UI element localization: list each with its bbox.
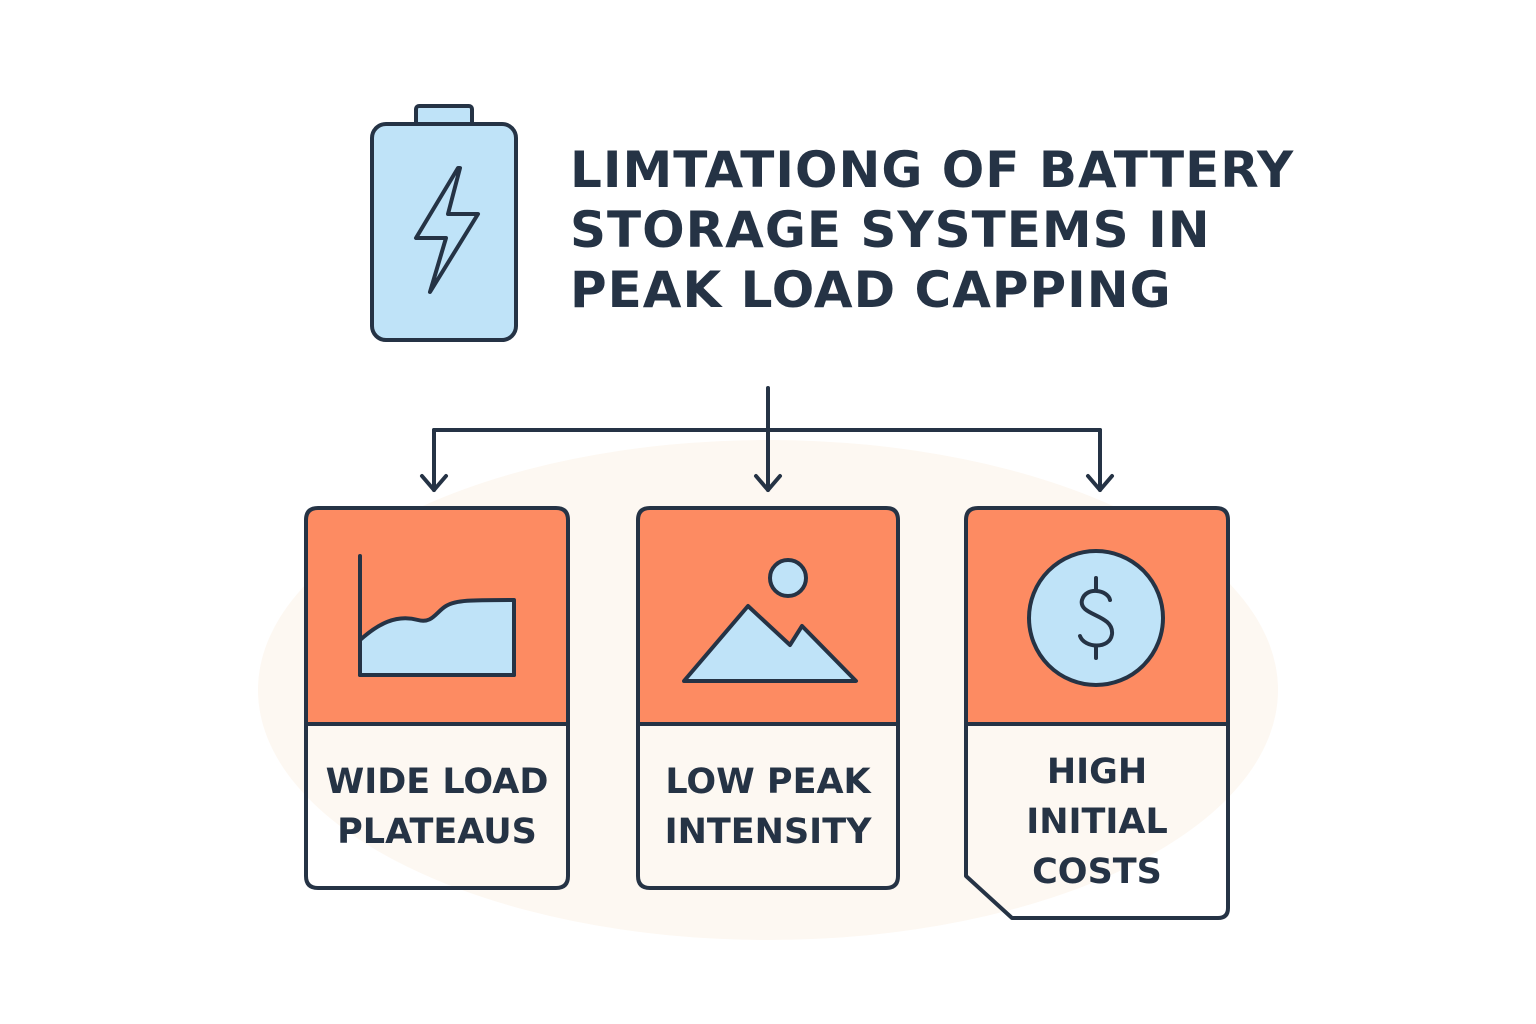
card-2-label-line-1: LOW PEAK [665, 762, 871, 802]
connector-arrows [420, 386, 1114, 492]
area-chart-icon [358, 554, 516, 677]
title-line-2: STORAGE SYSTEMS IN [570, 201, 1211, 259]
card-label-low-peak-intensity: LOW PEAK INTENSITY [640, 728, 896, 886]
card-1-label-line-2: PLATEAUS [337, 812, 537, 852]
card-3-label-line-3: COSTS [1032, 852, 1162, 892]
card-high-initial-costs [964, 506, 1230, 920]
dollar-coin-icon [1027, 549, 1165, 687]
diagram-title: LIMTATIONG OF BATTERY STORAGE SYSTEMS IN… [570, 140, 1295, 320]
title-line-3: PEAK LOAD CAPPING [570, 261, 1172, 319]
card-wide-load-plateaus [304, 506, 570, 890]
card-3-label-line-2: INITIAL [1026, 802, 1168, 842]
card-1-label-line-1: WIDE LOAD [325, 762, 549, 802]
card-label-high-initial-costs: HIGH INITIAL COSTS [968, 728, 1226, 916]
card-3-label-line-1: HIGH [1046, 752, 1148, 792]
card-label-wide-load-plateaus: WIDE LOAD PLATEAUS [308, 728, 566, 886]
card-2-label-line-2: INTENSITY [664, 812, 872, 852]
battery-icon [370, 104, 518, 342]
card-low-peak-intensity [636, 506, 900, 890]
mountain-peak-icon [682, 558, 858, 683]
lightning-bolt-icon [414, 166, 480, 294]
title-line-1: LIMTATIONG OF BATTERY [570, 141, 1295, 199]
